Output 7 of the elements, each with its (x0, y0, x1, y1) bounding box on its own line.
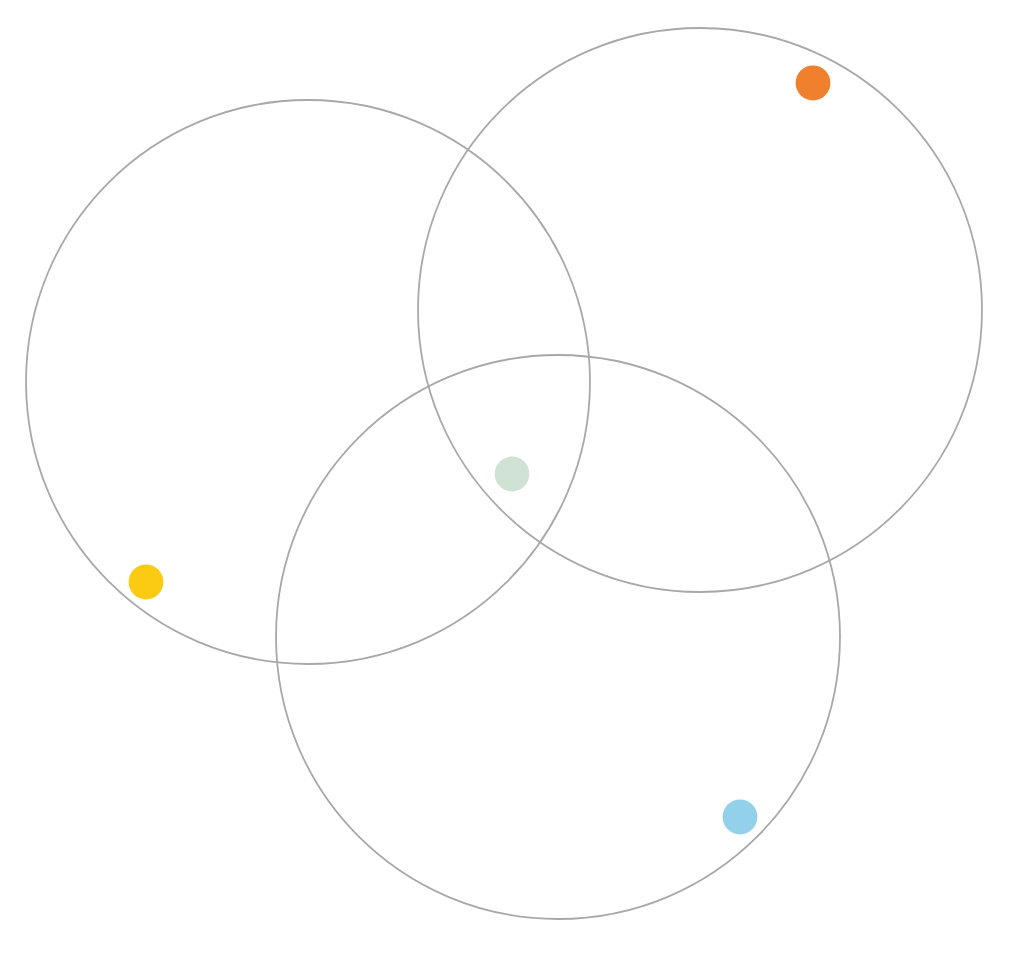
dot (494, 456, 530, 492)
venn-circle (417, 27, 983, 593)
dot (128, 564, 164, 600)
dot (795, 65, 831, 101)
venn-circle (25, 99, 591, 665)
venn-circle (275, 354, 841, 920)
dot (722, 799, 758, 835)
